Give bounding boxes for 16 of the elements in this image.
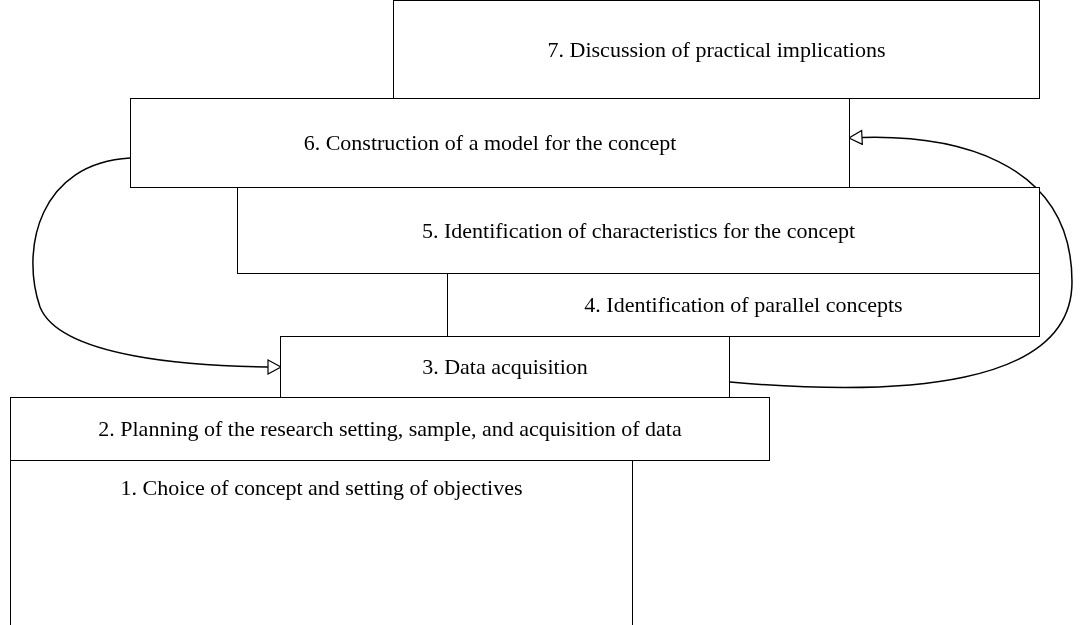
step-label: 5. Identification of characteristics for the concept xyxy=(421,217,856,244)
step-label: 3. Data acquisition xyxy=(422,354,588,380)
step-box xyxy=(130,98,850,188)
step-label: 7. Discussion of practical implications xyxy=(547,36,886,63)
step-box xyxy=(10,397,770,461)
step-label: 2. Planning of the research setting, sample, and acquisition of data xyxy=(98,416,682,442)
curved-arrow xyxy=(729,130,1073,389)
step-label: 6. Construction of a model for the concept xyxy=(303,130,677,156)
step-box xyxy=(237,187,1040,274)
step-box xyxy=(280,336,730,398)
step-label: 4. Identification of parallel concepts xyxy=(584,292,903,318)
step-box xyxy=(393,0,1040,99)
step-label: 1. Choice of concept and setting of objectives xyxy=(120,475,523,501)
curved-arrow xyxy=(32,157,282,375)
step-box xyxy=(10,460,633,625)
step-box xyxy=(447,273,1040,337)
